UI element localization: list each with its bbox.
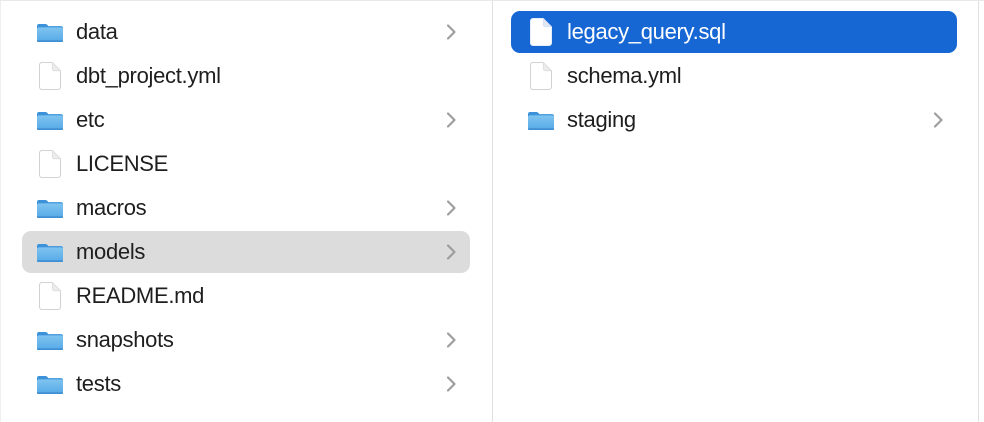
folder-icon	[528, 111, 554, 130]
chevron-right-icon	[445, 242, 457, 262]
item-icon-box	[36, 103, 64, 137]
item-label: README.md	[76, 283, 205, 308]
row-README.md[interactable]: README.md	[22, 275, 470, 317]
item-icon-box	[527, 103, 555, 137]
document-icon	[39, 61, 62, 90]
folder-icon	[37, 243, 63, 262]
chevron-right-icon	[445, 198, 457, 218]
row-staging[interactable]: staging	[511, 99, 957, 141]
document-icon	[39, 149, 62, 178]
item-label: data	[76, 19, 118, 44]
row-macros[interactable]: macros	[22, 187, 470, 229]
item-icon-box	[36, 367, 64, 401]
item-label: models	[76, 239, 146, 264]
folder-icon	[37, 331, 63, 350]
folder-icon	[37, 23, 63, 42]
row-tests[interactable]: tests	[22, 363, 470, 405]
chevron-right-icon	[932, 110, 944, 130]
item-icon-box	[36, 191, 64, 225]
row-snapshots[interactable]: snapshots	[22, 319, 470, 361]
row-schema.yml[interactable]: schema.yml	[511, 55, 957, 97]
item-label: LICENSE	[76, 151, 169, 176]
folder-icon	[37, 111, 63, 130]
column-parent-folder[interactable]: data dbt_pr	[0, 1, 493, 422]
item-icon-box	[36, 323, 64, 357]
item-label: legacy_query.sql	[567, 19, 726, 44]
item-label: tests	[76, 371, 121, 396]
chevron-right-icon	[445, 330, 457, 350]
item-label: dbt_project.yml	[76, 63, 221, 88]
document-icon	[530, 17, 553, 46]
item-icon-box	[36, 15, 64, 49]
item-label: staging	[567, 107, 636, 132]
document-icon	[530, 61, 553, 90]
item-icon-box	[36, 235, 64, 269]
item-icon-box	[36, 147, 64, 181]
chevron-right-icon	[445, 110, 457, 130]
folder-icon	[37, 199, 63, 218]
row-etc[interactable]: etc	[22, 99, 470, 141]
item-icon-box	[36, 59, 64, 93]
folder-icon	[37, 375, 63, 394]
chevron-right-icon	[445, 22, 457, 42]
item-label: snapshots	[76, 327, 174, 352]
item-icon-box	[527, 59, 555, 93]
row-legacy_query.sql[interactable]: legacy_query.sql	[511, 11, 957, 53]
item-icon-box	[527, 15, 555, 49]
row-dbt_project.yml[interactable]: dbt_project.yml	[22, 55, 470, 97]
chevron-right-icon	[445, 374, 457, 394]
item-icon-box	[36, 279, 64, 313]
item-label: macros	[76, 195, 147, 220]
document-icon	[39, 281, 62, 310]
item-label: etc	[76, 107, 105, 132]
row-LICENSE[interactable]: LICENSE	[22, 143, 470, 185]
item-label: schema.yml	[567, 63, 682, 88]
row-data[interactable]: data	[22, 11, 470, 53]
row-models[interactable]: models	[22, 231, 470, 273]
column-models-contents[interactable]: legacy_query.sql	[493, 1, 979, 422]
